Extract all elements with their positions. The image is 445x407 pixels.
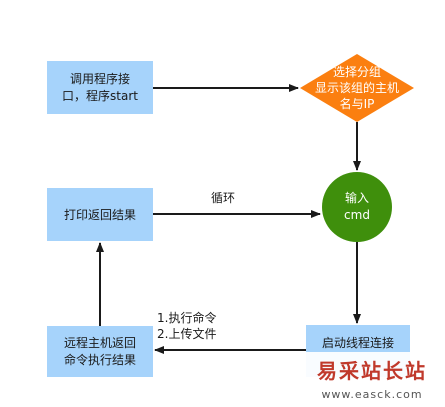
node-select-group-line1: 选择分组 — [333, 65, 381, 79]
node-input-cmd-circle — [322, 172, 392, 242]
watermark: 易采站长站 www.easck.com — [298, 352, 445, 407]
edge-label-loop: 循环 — [211, 191, 235, 205]
node-print-results-line1: 打印返回结果 — [64, 208, 136, 222]
node-call-interface: 调用程序接 口，程序start — [47, 61, 153, 114]
node-select-group-diamond — [300, 54, 414, 122]
node-print-results: 打印返回结果 — [47, 188, 153, 241]
node-call-interface-line1: 调用程序接 — [70, 71, 130, 86]
watermark-url: www.easck.com — [321, 388, 422, 401]
node-call-interface-box — [47, 61, 153, 114]
node-start-threads-line1: 启动线程连接 — [322, 335, 394, 350]
edge-label-exec-1: 1.执行命令 — [157, 310, 216, 325]
node-select-group-line3: 名与IP — [340, 96, 375, 111]
node-remote-return: 远程主机返回 命令执行结果 — [47, 326, 153, 377]
edge-label-exec-2: 2.上传文件 — [157, 326, 216, 341]
watermark-site-name: 易采站长站 — [317, 359, 427, 383]
node-input-cmd-line1: 输入 — [345, 190, 369, 205]
watermark-backdrop — [298, 352, 445, 407]
node-print-results-box — [47, 188, 153, 241]
node-input-cmd: 输入 cmd — [322, 172, 392, 242]
node-remote-return-line2: 命令执行结果 — [64, 352, 136, 367]
node-select-group: 选择分组 显示该组的主机 名与IP — [300, 54, 414, 122]
node-call-interface-line2: 口，程序start — [62, 88, 138, 103]
node-remote-return-line1: 远程主机返回 — [64, 335, 136, 350]
node-remote-return-box — [47, 326, 153, 377]
node-input-cmd-line2: cmd — [344, 208, 370, 222]
node-select-group-line2: 显示该组的主机 — [315, 80, 399, 95]
